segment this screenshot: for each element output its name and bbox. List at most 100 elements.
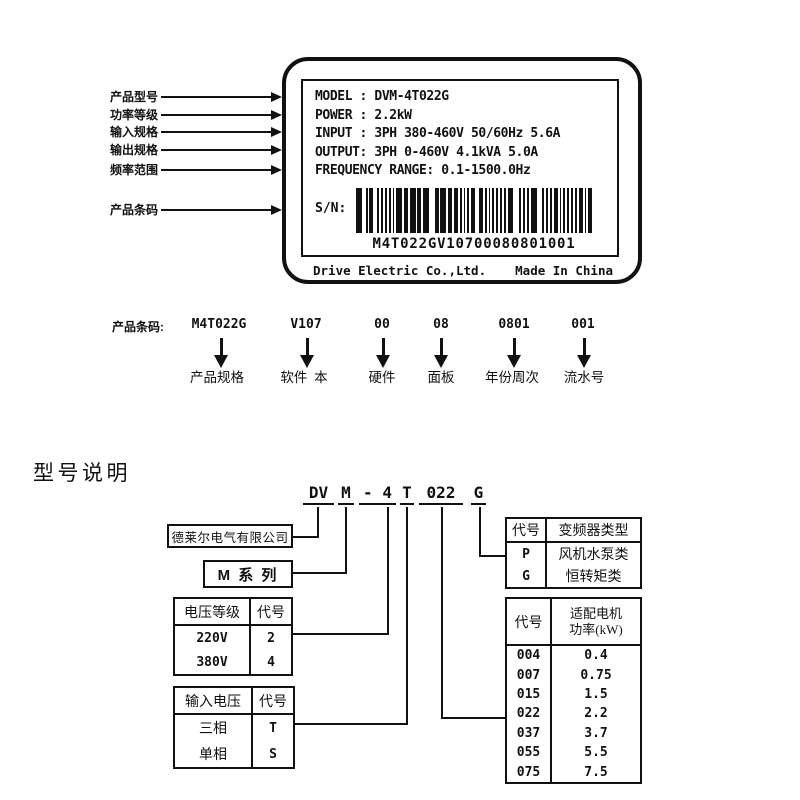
manufacturer-name: Drive Electric Co.,Ltd. [313,263,487,278]
model-seg-type: G [471,483,486,505]
connector-line [479,555,507,557]
segment-code: 00 [374,317,390,332]
col-header: 适配电机 功率(kW) [569,605,623,637]
cell: 单相 [175,741,253,767]
table-row: 单相 S [175,741,293,767]
connector-line [387,507,389,635]
arrow-right-icon [271,127,282,137]
cell: 三相 [175,715,253,741]
cell: 1.5 [584,686,608,702]
segment-code: M4T022G [191,317,247,332]
arrow-right-icon [271,145,282,155]
col-header: 代号 [507,599,552,644]
company-box: 德莱尔电气有限公司 [167,524,293,548]
arrow-right-icon [271,165,282,175]
connector-line [293,536,319,538]
spec-line-power: POWER : 2.2kW [315,107,412,123]
voltage-code-table: 电压等级 代号 220V 2 380V 4 [173,597,293,676]
arrow-down-icon [376,338,390,368]
spec-line-model: MODEL : DVM-4T022G [315,89,449,104]
cell: 3.7 [584,725,608,741]
model-seg-voltage: - 4 [359,483,396,505]
model-seg-m: M [338,483,354,505]
nameplate-spec-lines: MODEL : DVM-4T022G POWER : 2.2kW INPUT :… [315,88,560,181]
spec-line-input: INPUT : 3PH 380-460V 50/60Hz 5.6A [315,126,561,142]
arrow-right-icon [161,96,272,98]
table-row: G 恒转矩类 [507,565,640,587]
arrow-right-icon [161,209,272,211]
connector-line [293,723,408,725]
made-in-label: Made In China [515,263,613,278]
arrow-down-icon [214,338,228,368]
cell: T [269,720,277,736]
cell: 380V [175,650,251,674]
callout-model: 产品型号 [110,90,159,104]
spec-line-frequency: FREQUENCY RANGE: 0.1-1500.0Hz [315,163,531,179]
table-row: 037 3.7 [507,723,640,743]
segment-meaning: 硬件 [368,370,396,385]
cell: 055 [507,742,552,763]
inverter-type-table: 代号 变频器类型 P 风机水泵类 G 恒转矩类 [505,517,642,589]
spec-line-output: OUTPUT: 3PH 0-460V 4.1kVA 5.0A [315,144,538,160]
arrow-right-icon [161,131,272,133]
arrow-down-icon [577,338,591,368]
cell: S [269,746,277,762]
model-seg-dv: DV [303,483,334,505]
cell: 220V [175,626,251,650]
callout-barcode: 产品条码 [110,203,159,217]
sn-label: S/N: [315,201,347,216]
arrow-right-icon [271,92,282,102]
connector-line [317,507,319,538]
arrow-down-icon [300,338,314,368]
cell: 037 [507,723,552,743]
table-row: 004 0.4 [507,646,640,666]
serial-number: M4T022GV10700080801001 [372,236,576,252]
connector-line [441,717,507,719]
arrow-right-icon [271,205,282,215]
segment-meaning: 面板 [427,370,455,385]
table-row: 075 7.5 [507,762,640,782]
col-header: 电压等级 [175,599,251,624]
connector-line [406,507,408,725]
cell: 7.5 [584,764,608,780]
segment-code: 08 [433,317,449,332]
section-heading: 型号说明 [33,461,131,485]
nameplate-footer: Drive Electric Co.,Ltd. Made In China [313,263,613,278]
table-row: 220V 2 [175,626,291,650]
connector-line [293,572,347,574]
cell: P [507,543,547,565]
cell: 0.4 [584,648,608,664]
segment-meaning: 流水号 [563,370,605,385]
col-header: 代号 [257,605,285,621]
cell: G [507,565,547,587]
segment-code: 001 [571,317,595,332]
col-header: 输入电压 [175,688,253,713]
segment-meaning: 年份周次 [485,370,539,385]
col-header: 代号 [259,694,287,710]
connector-line [441,507,443,719]
connector-line [291,633,389,635]
segment-meaning: 软件 本 [280,370,328,385]
breakdown-label: 产品条码: [112,320,164,334]
table-row: 022 2.2 [507,704,640,724]
arrow-right-icon [161,169,272,171]
cell: 5.5 [584,745,608,761]
input-voltage-table: 输入电压 代号 三相 T 单相 S [173,686,295,769]
table-row: 055 5.5 [507,742,640,763]
motor-power-table: 代号 适配电机 功率(kW) 004 0.4 007 0.75 015 1.5 … [505,597,642,784]
table-row: 007 0.75 [507,665,640,685]
table-row: 015 1.5 [507,684,640,705]
arrow-right-icon [161,114,272,116]
cell: 4 [267,654,275,670]
arrow-down-icon [434,338,448,368]
connector-line [345,507,347,574]
serial-barcode [356,188,593,233]
cell: 2.2 [584,706,608,722]
col-header: 变频器类型 [558,524,629,539]
segment-code: 0801 [498,317,530,332]
model-seg-power: 022 [419,483,463,505]
table-row: 三相 T [175,715,293,741]
callout-frequency: 频率范围 [110,163,159,177]
arrow-down-icon [507,338,521,368]
